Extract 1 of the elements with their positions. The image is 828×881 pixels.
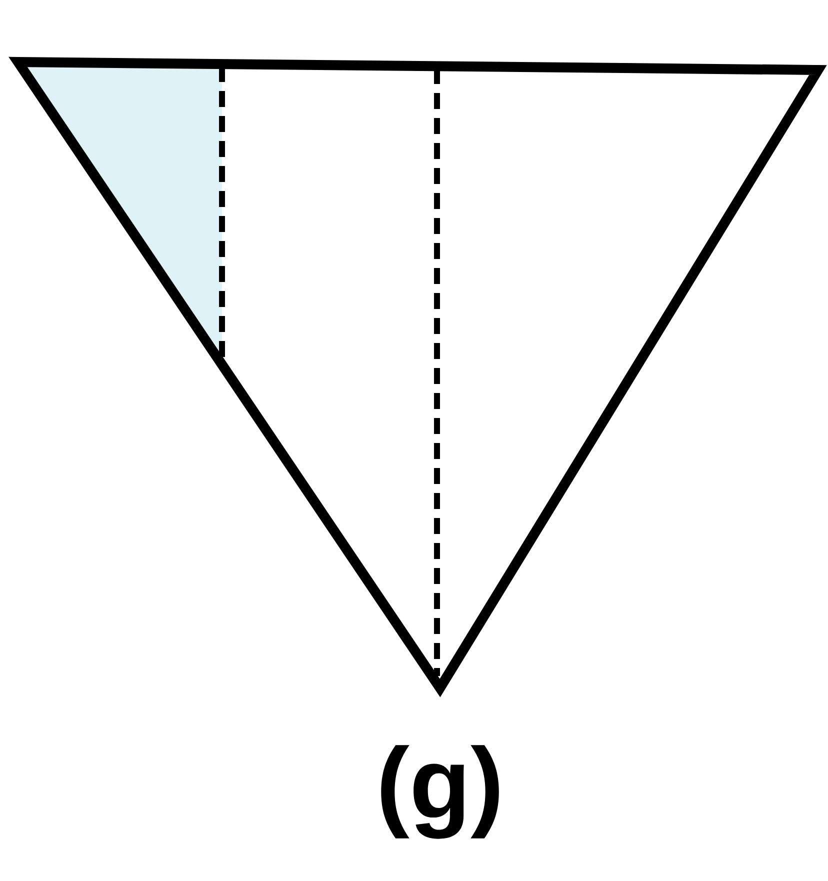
figure-label: (g) (381, 745, 499, 839)
